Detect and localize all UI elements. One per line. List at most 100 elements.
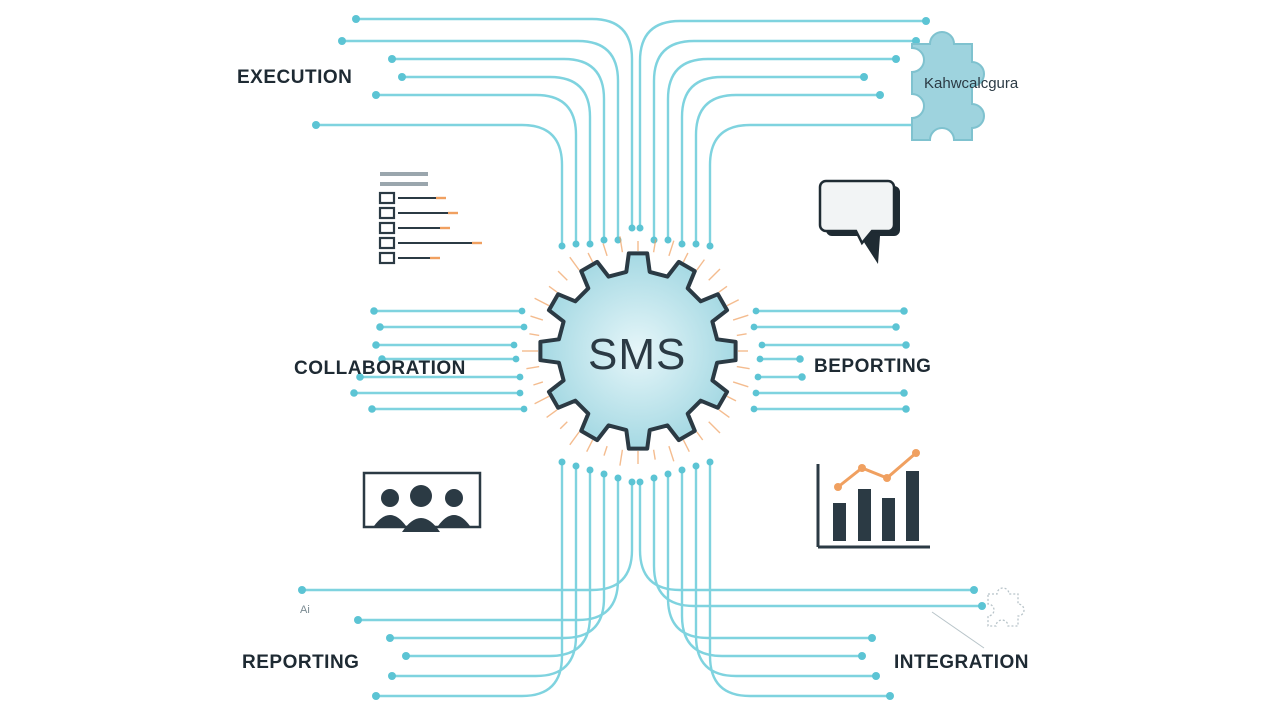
connector-dot [572,462,580,470]
glow-ray [732,314,749,321]
connector-dot [516,373,524,381]
connector-dot [614,474,622,482]
connector-dot [970,586,978,594]
glow-ray [526,365,540,370]
connector-dot [750,405,758,413]
glow-ray [534,395,550,405]
connector-dot [754,373,762,381]
label-integration: INTEGRATION [894,652,1029,673]
glow-ray [548,285,558,293]
connector-dot [372,91,380,99]
connector-dot [512,355,520,363]
connector-dot [868,634,876,642]
connector-line [708,460,892,698]
connector-line [638,19,928,230]
glow-ray [696,431,704,441]
label-execution: EXECUTION [237,67,353,88]
connector-dot [520,405,528,413]
connector-dot [388,55,396,63]
connector-dot [902,405,910,413]
connector-line [694,464,878,678]
glow-ray [534,297,550,307]
connector-dot [664,470,672,478]
connector-dot [858,652,866,660]
checklist-icon [378,172,482,265]
connector-dot [636,478,644,486]
bar-chart-icon [816,449,930,549]
connector-line [374,93,578,246]
connector-dot [628,478,636,486]
label-collaboration: COLLABORATION [294,358,466,379]
glow-ray [736,365,750,370]
connector-dot [650,236,658,244]
connector-dot [796,355,804,363]
connector-dot [600,470,608,478]
puzzle-icon [911,31,985,141]
connector-dot [398,73,406,81]
glow-ray [569,431,580,446]
connector-dot [572,240,580,248]
glow-ray [546,409,558,418]
connector-dot [860,73,868,81]
connector-dot [628,224,636,232]
glow-ray [603,445,608,456]
connector-line [652,476,984,608]
puzzle-outline-icon [931,587,1025,649]
connector-dot [386,634,394,642]
connector-dot [520,323,528,331]
connector-dot [692,462,700,470]
checklist-box [378,251,396,265]
glow-ray [530,315,544,321]
connector-dot [558,242,566,250]
glow-ray [718,285,728,293]
connector-line [400,75,592,246]
connector-line [340,39,620,242]
connector-dot [510,341,518,349]
team-icon [362,471,482,532]
glow-ray [602,243,608,257]
glow-ray [587,252,594,263]
glow-ray [708,421,721,434]
connector-line [652,39,918,242]
checklist-box [378,191,396,205]
connector-dot [312,121,320,129]
connector-dot [516,389,524,397]
connector-dot [886,692,894,700]
glow-ray [569,256,580,271]
connector-dot [402,652,410,660]
connector-dot [352,15,360,23]
connector-line [680,468,864,658]
connector-dot [692,240,700,248]
connector-dot [892,323,900,331]
glow-ray [726,299,740,307]
connector-dot [900,389,908,397]
connector-dot [872,672,880,680]
connector-lines [298,15,986,700]
glow-ray [682,252,689,263]
connector-dot [356,373,364,381]
connector-line [388,472,606,640]
connector-dot [388,672,396,680]
connector-dot [368,405,376,413]
connector-line [390,57,606,242]
label-beporting: BEPORTING [814,356,932,377]
connector-dot [370,307,378,315]
connector-dot [518,307,526,315]
glow-ray [718,409,730,418]
connector-dot [892,55,900,63]
connector-dot [350,389,358,397]
connector-line [314,123,564,248]
connector-dot [900,307,908,315]
connector-line [356,476,620,622]
connector-dot [678,466,686,474]
hub-label: SMS [588,330,687,379]
glow-ray [668,445,675,462]
glow-ray [557,270,568,281]
connector-line [638,480,976,592]
connector-line [300,480,634,592]
glow-ray [652,239,657,253]
checklist-box [378,221,396,235]
connector-line [374,460,564,698]
connector-dot [756,355,764,363]
